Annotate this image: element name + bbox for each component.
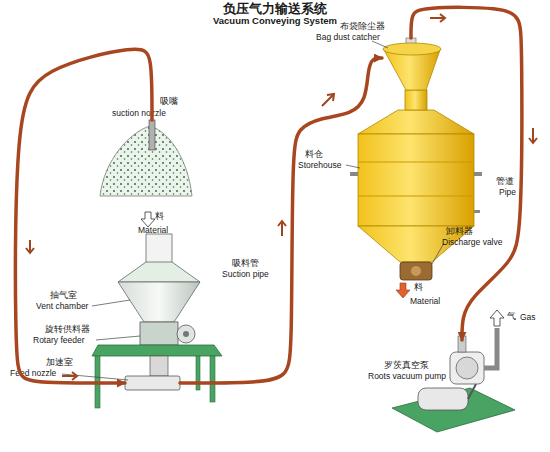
pump-inlet: [458, 336, 466, 352]
dust-catcher-cone: [384, 50, 440, 90]
flow-arrow: [278, 221, 286, 236]
nozzle-stem: [149, 120, 155, 150]
frame-leg: [196, 356, 200, 390]
material-label-zh: 料: [414, 282, 423, 292]
pump-rotor-cover: [456, 357, 478, 379]
storehouse-cylinder: [358, 134, 474, 226]
feeder-outlet: [150, 356, 168, 376]
conveying-pipe: [180, 58, 382, 383]
storehouse-band: [358, 196, 474, 197]
leader-line: [346, 165, 360, 168]
gas-out-arrow: [490, 310, 504, 326]
conveying-pipe: [411, 7, 522, 340]
material-label-zh: 料: [155, 211, 164, 221]
inlet-pipe: [146, 234, 172, 264]
storehouse-top-cone: [358, 110, 474, 134]
rotary-feeder-hub: [183, 331, 189, 337]
pump-base: [392, 388, 515, 432]
part-name-zh: 加速室: [46, 357, 73, 367]
equipment-part: 卸料器Discharge valve: [398, 262, 434, 280]
equipment-part: 加速室Feed nozzle: [125, 375, 180, 391]
material-in-arrow: [141, 212, 155, 227]
part-name-en: suction nozzle: [112, 108, 166, 118]
equipment-part: 抽气室Vent chamber: [118, 262, 204, 322]
flow-arrow: [430, 14, 445, 22]
frame-leg: [95, 356, 100, 408]
vent-chamber-top: [118, 262, 200, 282]
flow-arrow: [62, 372, 77, 380]
leader-line: [372, 41, 388, 48]
equipment-part: 罗茨真空泵Roots vacuum pump: [450, 340, 516, 432]
material-pile: [100, 126, 192, 196]
part-name-en: Discharge valve: [442, 237, 502, 247]
gas-label-zh: 气: [507, 311, 516, 321]
part-name-zh: 布袋除尘器: [340, 21, 385, 31]
dust-catcher-neck: [405, 90, 427, 110]
equipment-part: 布袋除尘器Bag dust catcher: [382, 38, 442, 110]
part-name-en: Bag dust catcher: [316, 32, 380, 42]
leader-line: [96, 336, 140, 340]
material-out-arrow: [396, 283, 410, 298]
equipment-part: 旋转供料器Rotary feeder: [138, 322, 182, 344]
part-name-zh: 抽气室: [50, 290, 77, 300]
leader-line: [92, 300, 130, 306]
part-name-en: Rotary feeder: [33, 335, 85, 345]
pump-coupling: [468, 384, 476, 399]
flow-arrow: [529, 128, 537, 143]
equipment-part: 吸嘴suction nozzle: [100, 120, 192, 198]
pump-exhaust-pipe: [484, 328, 497, 368]
part-name-en: Vent chamber: [36, 301, 88, 311]
part-name-zh: 旋转供料器: [45, 324, 90, 334]
part-name-en: Roots vacuum pump: [368, 371, 446, 381]
dust-catcher-lid: [383, 43, 441, 55]
flow-arrow: [322, 94, 334, 106]
discharge-valve-wheel: [411, 266, 421, 276]
pipe-label-zh: 管道: [496, 176, 514, 186]
pipe-label-en: Pipe: [499, 187, 516, 197]
subtitle: Vacuum Conveying System: [0, 16, 550, 26]
frame-leg: [210, 356, 215, 402]
pump-body: [450, 352, 484, 384]
frame-top: [92, 345, 222, 356]
rotary-feeder-motor: [177, 325, 195, 343]
material-pile-dots: [100, 126, 192, 196]
storehouse-bracket: [474, 210, 480, 213]
material-label-en: Material: [410, 296, 440, 306]
part-name-en: Feed nozzle: [10, 368, 56, 378]
material-label-en: Material: [138, 225, 168, 235]
feed-nozzle-pipe: [125, 376, 180, 390]
storehouse-bracket: [350, 172, 358, 176]
part-name-zh: 料仓: [305, 149, 323, 159]
part-name-zh: 卸料器: [446, 226, 473, 236]
storehouse-band: [358, 162, 474, 163]
pipe-label-zh: 吸料管: [232, 258, 259, 268]
pipe-label-en: Suction pipe: [222, 269, 269, 279]
gas-label-en: Gas: [520, 312, 536, 322]
title: 负压气力输送系统: [0, 1, 550, 16]
rotary-feeder-body: [140, 322, 178, 345]
part-name-zh: 罗茨真空泵: [384, 360, 429, 370]
discharge-valve-body: [400, 262, 432, 280]
conveying-pipe: [15, 49, 152, 383]
pump-motor: [418, 388, 468, 410]
storehouse-bracket: [474, 172, 482, 176]
part-name-zh: 吸嘴: [160, 96, 178, 106]
vent-chamber-hopper: [118, 282, 200, 322]
part-name-en: Storehouse: [298, 160, 341, 170]
flow-arrow: [26, 240, 34, 253]
